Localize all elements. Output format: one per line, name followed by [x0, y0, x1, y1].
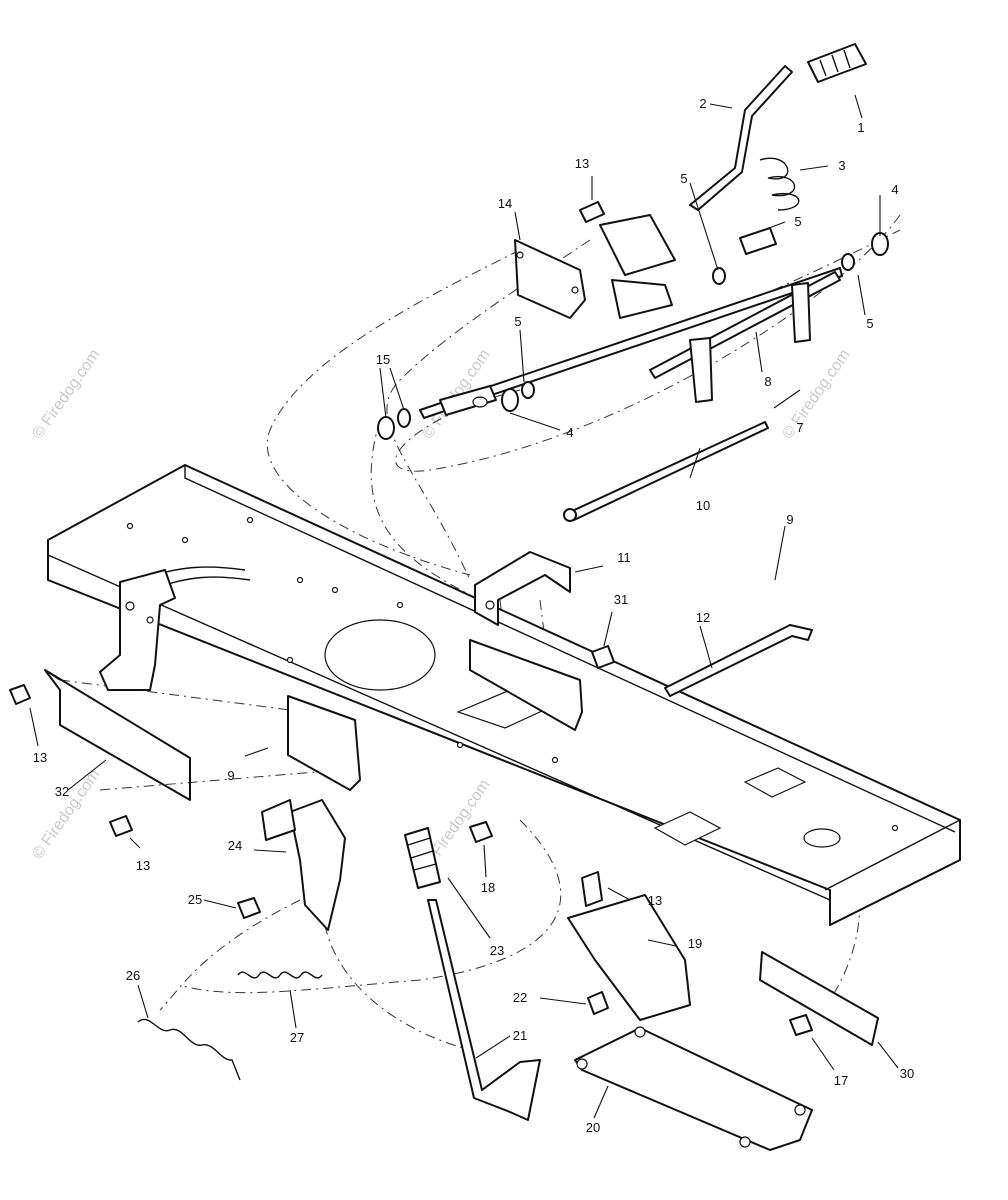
callout-15: 15: [376, 352, 390, 367]
frame-slot: [743, 767, 807, 798]
callout-9: 9: [227, 768, 234, 783]
callout-8: 8: [764, 374, 771, 389]
part-11-bracket: [474, 551, 571, 626]
callout-27: 27: [290, 1030, 304, 1045]
part-12-rod: [664, 624, 813, 697]
callout-4: 4: [566, 425, 573, 440]
main-frame: [47, 464, 961, 926]
callout-5: 5: [514, 314, 521, 329]
part-21-lever: [427, 899, 541, 1121]
callout-1: 1: [857, 120, 864, 135]
part-30-plate: [759, 951, 879, 1046]
callout-17: 17: [834, 1073, 848, 1088]
part-1-grip: [807, 43, 867, 83]
frame-round-cutout: [324, 619, 436, 691]
callout-20: 20: [586, 1120, 600, 1135]
part-3-spring: [759, 157, 800, 211]
callout-5: 5: [680, 171, 687, 186]
callout-19: 19: [688, 936, 702, 951]
callout-13: 13: [33, 750, 47, 765]
watermark-text: © Firedog.com: [29, 766, 103, 862]
callout-30: 30: [900, 1066, 914, 1081]
part-20-link: [574, 1026, 813, 1151]
callout-25: 25: [188, 892, 202, 907]
callout-4: 4: [891, 182, 898, 197]
watermark-text: © Firedog.com: [29, 346, 103, 442]
frame-slot: [653, 811, 722, 846]
part-2-lever: [689, 65, 793, 211]
front-bracket: [99, 569, 176, 691]
callout-23: 23: [490, 943, 504, 958]
callout-21: 21: [513, 1028, 527, 1043]
part-24-bracket: [261, 799, 346, 931]
callout-3: 3: [838, 158, 845, 173]
callout-11: 11: [617, 550, 631, 565]
side-plate: [287, 695, 361, 791]
washers-and-fasteners: [9, 201, 889, 1036]
part-14-plate: [514, 239, 586, 319]
callout-22: 22: [513, 990, 527, 1005]
callout-13: 13: [648, 893, 662, 908]
frame-hole: [803, 828, 841, 848]
part-32-plate: [44, 669, 191, 801]
callout-12: 12: [696, 610, 710, 625]
part-23-grip: [404, 827, 441, 889]
part-26-spring: [137, 1018, 241, 1081]
part-31-bracket: [469, 639, 583, 731]
callout-9: 9: [786, 512, 793, 527]
part-19-plate: [567, 894, 691, 1021]
callout-13: 13: [136, 858, 150, 873]
watermark-text: © Firedog.com: [779, 346, 853, 442]
callout-18: 18: [481, 880, 495, 895]
callout-14: 14: [498, 196, 512, 211]
callout-24: 24: [228, 838, 242, 853]
callout-26: 26: [126, 968, 140, 983]
callout-5: 5: [866, 316, 873, 331]
callout-31: 31: [614, 592, 628, 607]
part-8-shaft: [649, 271, 841, 403]
part-10-rod: [563, 421, 769, 522]
callout-2: 2: [699, 96, 706, 111]
callout-32: 32: [55, 784, 69, 799]
callout-5: 5: [794, 214, 801, 229]
callout-13: 13: [575, 156, 589, 171]
callout-7: 7: [796, 420, 803, 435]
part-27-spring: [237, 971, 323, 979]
rock-shaft-assembly: [419, 214, 843, 419]
callout-10: 10: [696, 498, 710, 513]
leader-lines: [29, 94, 899, 1119]
callout-labels: 1 2 3 4 5 5 4 5 5 14 13 15 8 7 10 9 11 3…: [33, 96, 914, 1135]
